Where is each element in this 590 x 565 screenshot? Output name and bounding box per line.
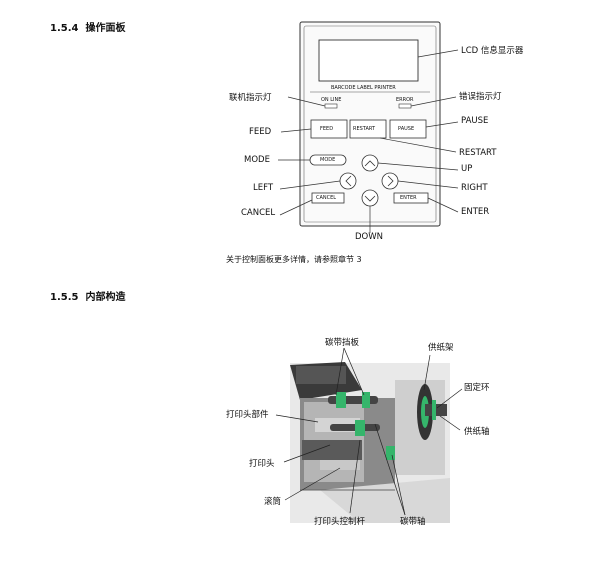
callout-down: DOWN xyxy=(355,232,383,242)
label-fixing-ring: 固定环 xyxy=(464,383,490,393)
callout-cancel: CANCEL xyxy=(241,208,276,218)
callout-mode: MODE xyxy=(244,155,270,165)
section-number: 1.5.5 xyxy=(50,292,79,303)
pause-button[interactable]: PAUSE xyxy=(398,126,415,132)
section-heading: 操作面板 xyxy=(85,23,126,34)
callout-right: RIGHT xyxy=(461,183,488,193)
callout-pause: PAUSE xyxy=(461,116,489,126)
callout-up: UP xyxy=(461,164,473,174)
label-ribbon-shaft: 碳带轴 xyxy=(400,517,426,527)
section-title-internal: 1.5.5 内部构造 xyxy=(50,288,125,303)
section-number: 1.5.4 xyxy=(50,23,79,34)
panel-online-label: ON LINE xyxy=(321,97,342,103)
label-supply-shaft: 供纸轴 xyxy=(464,427,490,437)
callout-enter: ENTER xyxy=(461,207,490,217)
section-heading: 内部构造 xyxy=(85,292,126,303)
panel-note: 关于控制面板更多详情，请参照章节 3 xyxy=(226,255,362,264)
label-supply-holder: 供纸架 xyxy=(428,343,454,353)
label-platen: 滚筒 xyxy=(264,497,282,507)
feed-button[interactable]: FEED xyxy=(320,126,334,132)
callout-feed: FEED xyxy=(249,127,272,137)
restart-button[interactable]: RESTART xyxy=(353,126,376,132)
callout-online: 联机指示灯 xyxy=(229,93,272,103)
panel-brand-label: BARCODE LABEL PRINTER xyxy=(331,85,396,91)
label-print-head: 打印头 xyxy=(249,459,275,469)
enter-button[interactable]: ENTER xyxy=(400,195,417,201)
label-head-lever: 打印头控制杆 xyxy=(314,517,366,527)
mode-button[interactable]: MODE xyxy=(320,157,336,163)
cancel-button[interactable]: CANCEL xyxy=(316,195,337,201)
panel-error-label: ERROR xyxy=(396,97,414,103)
callout-error: 错误指示灯 xyxy=(459,92,502,102)
label-ribbon-plate: 碳带挡板 xyxy=(325,338,360,348)
callout-lcd: LCD 信息显示器 xyxy=(461,46,524,56)
callout-left: LEFT xyxy=(253,183,274,193)
label-head-block: 打印头部件 xyxy=(226,410,269,420)
section-title-panel: 1.5.4 操作面板 xyxy=(50,19,125,34)
callout-restart: RESTART xyxy=(459,148,497,158)
